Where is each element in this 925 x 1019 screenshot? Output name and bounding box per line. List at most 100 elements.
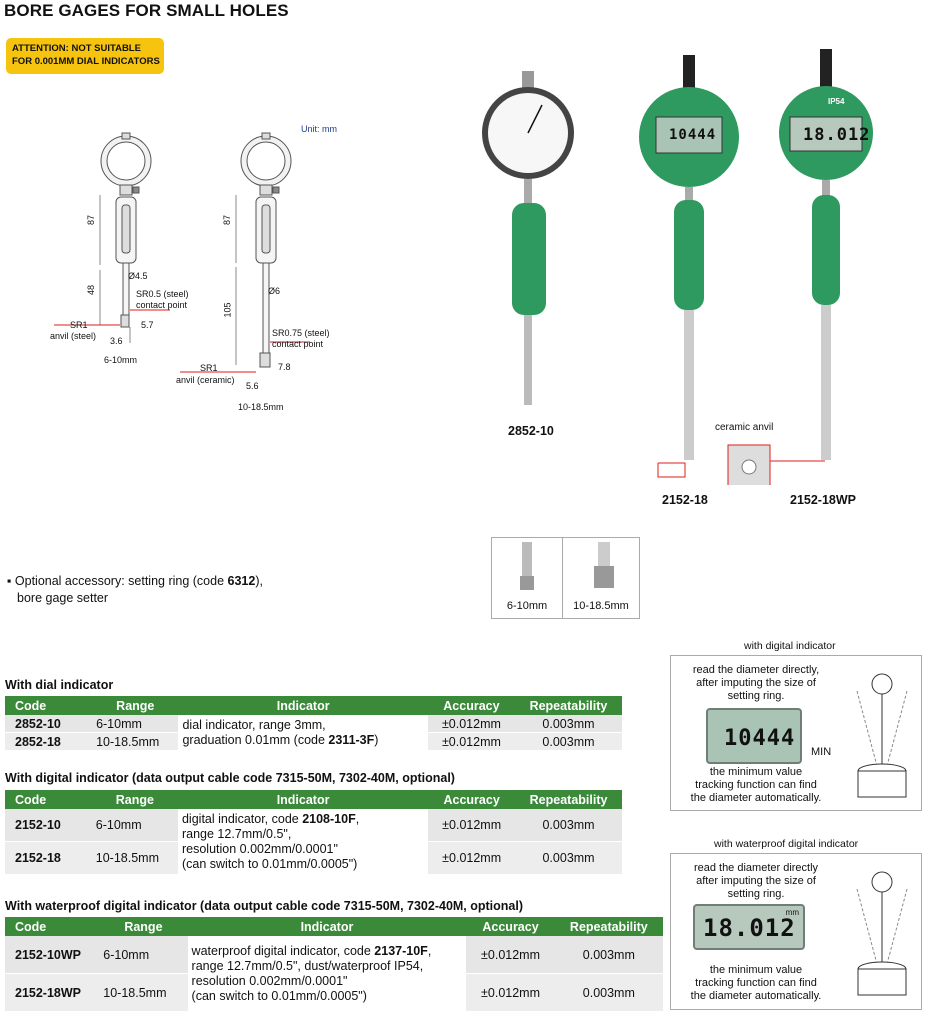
- phi-left: Ø4.5: [128, 271, 148, 281]
- dial-gage-2852-10: [482, 71, 574, 405]
- accessory-post: ),: [255, 574, 263, 588]
- callout-waterproof-bottom-2: tracking function can find: [695, 977, 817, 989]
- col-range: Range: [92, 696, 179, 715]
- callout-waterproof-lcd-value: 18.012: [703, 914, 796, 942]
- cell-repeatability: 0.003mm: [554, 973, 663, 1012]
- cell-accuracy: ±0.012mm: [466, 936, 555, 974]
- cell-code: 2152-10: [5, 809, 92, 842]
- anvil-left: anvil (steel): [50, 331, 97, 341]
- cell-indicator: dial indicator, range 3mm, graduation 0.…: [178, 715, 428, 751]
- callout-waterproof-top-1: read the diameter directly: [693, 862, 819, 874]
- callout-digital-heading: with digital indicator: [744, 640, 836, 652]
- wp-indicator-line-1: waterproof digital indicator, code 2137-…: [192, 944, 463, 959]
- col-repeatability: Repeatability: [514, 696, 622, 715]
- cell-range: 6-10mm: [91, 809, 178, 842]
- col-indicator: Indicator: [178, 696, 428, 715]
- col-repeatability: Repeatability: [515, 790, 622, 809]
- col-indicator: Indicator: [187, 917, 467, 936]
- table-row: 2152-10 6-10mm digital indicator, code 2…: [5, 809, 622, 875]
- dim-48-left: 48: [86, 284, 97, 296]
- cell-repeatability: 0.003mm: [515, 809, 622, 842]
- cell-code: 2852-18: [5, 732, 93, 751]
- callout-waterproof-lcd-unit: mm: [785, 908, 799, 917]
- cell-range: 10-18.5mm: [92, 732, 179, 751]
- dim-87-left: 87: [86, 214, 97, 226]
- cell-accuracy: ±0.012mm: [427, 732, 515, 751]
- dig-ind-pre: digital indicator, code: [181, 811, 303, 826]
- callout-digital-lcd-value: 10444: [724, 726, 796, 751]
- dial-indicator-line-2: graduation 0.01mm (code 2311-3F): [182, 733, 423, 748]
- accessory-note: ▪ Optional accessory: setting ring (code…: [7, 573, 263, 607]
- callout-waterproof-bottom: the minimum value tracking function can …: [671, 964, 841, 1003]
- cell-repeatability: 0.003mm: [514, 715, 622, 733]
- anvil-right: anvil (ceramic): [176, 375, 235, 385]
- col-code: Code: [5, 917, 100, 936]
- digital-table-title: With digital indicator (data output cabl…: [5, 771, 455, 785]
- col-range: Range: [91, 790, 178, 809]
- wp-ind-code: 2137-10F: [374, 943, 428, 958]
- wp-ind-post: ,: [427, 943, 432, 958]
- cell-range: 6-10mm: [99, 936, 188, 974]
- sr1-right: SR1: [200, 363, 218, 373]
- cell-accuracy: ±0.012mm: [428, 841, 516, 875]
- cell-code: 2152-18WP: [5, 973, 100, 1012]
- callout-digital-top-2: after imputing the size of: [696, 677, 816, 689]
- thumb-1-label: 6-10mm: [506, 600, 548, 612]
- dim-105-right: 105: [222, 302, 233, 318]
- accessory-pre: Optional accessory: setting ring (code: [14, 574, 228, 588]
- callout-digital-top-1: read the diameter directly,: [692, 664, 820, 676]
- setter-illustration: [856, 871, 908, 996]
- product-lcd-waterproof: 18.012: [803, 125, 871, 145]
- col-code: Code: [5, 790, 92, 809]
- cell-indicator: waterproof digital indicator, code 2137-…: [187, 936, 467, 1012]
- sr1-left: SR1: [70, 320, 88, 330]
- dial-table: Code Range Indicator Accuracy Repeatabil…: [5, 696, 622, 751]
- accessory-line-1: ▪ Optional accessory: setting ring (code…: [7, 574, 263, 588]
- contact-left: contact point: [136, 300, 188, 310]
- drawing-left: [99, 132, 152, 343]
- ceramic-anvil-label: ceramic anvil: [715, 422, 774, 433]
- digital-indicator-line-3: resolution 0.002mm/0.0001": [181, 841, 338, 856]
- d78-right: 7.8: [278, 362, 291, 372]
- cell-repeatability: 0.003mm: [514, 732, 622, 751]
- col-indicator: Indicator: [177, 790, 429, 809]
- col-repeatability: Repeatability: [554, 917, 663, 936]
- dial-table-title: With dial indicator: [5, 678, 114, 692]
- d57-left: 5.7: [141, 320, 154, 330]
- attention-line-1: ATTENTION: NOT SUITABLE: [12, 43, 141, 54]
- sr-left: SR0.5 (steel): [136, 289, 189, 299]
- waterproof-gage-2152-18wp: [779, 49, 873, 460]
- callout-digital-bottom: the minimum value tracking function can …: [671, 766, 841, 805]
- product-lcd-digital: 10444: [669, 127, 717, 143]
- callout-digital-bottom-1: the minimum value: [709, 766, 803, 778]
- range-left: 6-10mm: [104, 355, 138, 365]
- dig-ind-post: ,: [355, 811, 360, 826]
- technical-drawings: [54, 132, 310, 373]
- digital-indicator-line-1: digital indicator, code 2108-10F,: [182, 812, 424, 827]
- col-accuracy: Accuracy: [466, 917, 555, 936]
- col-accuracy: Accuracy: [427, 696, 515, 715]
- callout-digital-top-3: setting ring.: [727, 690, 785, 702]
- dial-ind-post: ): [374, 732, 379, 747]
- callout-waterproof-heading: with waterproof digital indicator: [714, 838, 859, 850]
- cell-code: 2152-18: [5, 841, 92, 875]
- wp-indicator-line-2: range 12.7mm/0.5", dust/waterproof IP54,: [191, 958, 424, 973]
- col-code: Code: [5, 696, 93, 715]
- wp-ind-pre: waterproof digital indicator, code: [191, 943, 375, 958]
- setter-illustration: [856, 673, 908, 798]
- col-range: Range: [99, 917, 188, 936]
- table-row: 2152-18 10-18.5mm ±0.012mm 0.003mm: [5, 841, 622, 875]
- product-label-2152-18: 2152-18: [662, 493, 708, 507]
- cell-range: 10-18.5mm: [91, 841, 178, 875]
- dial-ind-pre: graduation 0.01mm (code: [182, 732, 329, 747]
- phi-right: Ø6: [268, 286, 281, 296]
- digital-indicator-line-4: (can switch to 0.01mm/0.0005"): [181, 856, 358, 871]
- wp-indicator-line-4: (can switch to 0.01mm/0.0005"): [191, 988, 367, 1003]
- accessory-line-2: bore gage setter: [17, 591, 109, 605]
- table-row: 2852-10 6-10mm dial indicator, range 3mm…: [5, 715, 622, 751]
- range-right: 10-18.5mm: [238, 402, 284, 412]
- dial-ind-code: 2311-3F: [328, 732, 375, 747]
- page-title: BORE GAGES FOR SMALL HOLES: [4, 1, 289, 20]
- dig-ind-code: 2108-10F: [302, 811, 356, 826]
- cell-accuracy: ±0.012mm: [428, 809, 516, 842]
